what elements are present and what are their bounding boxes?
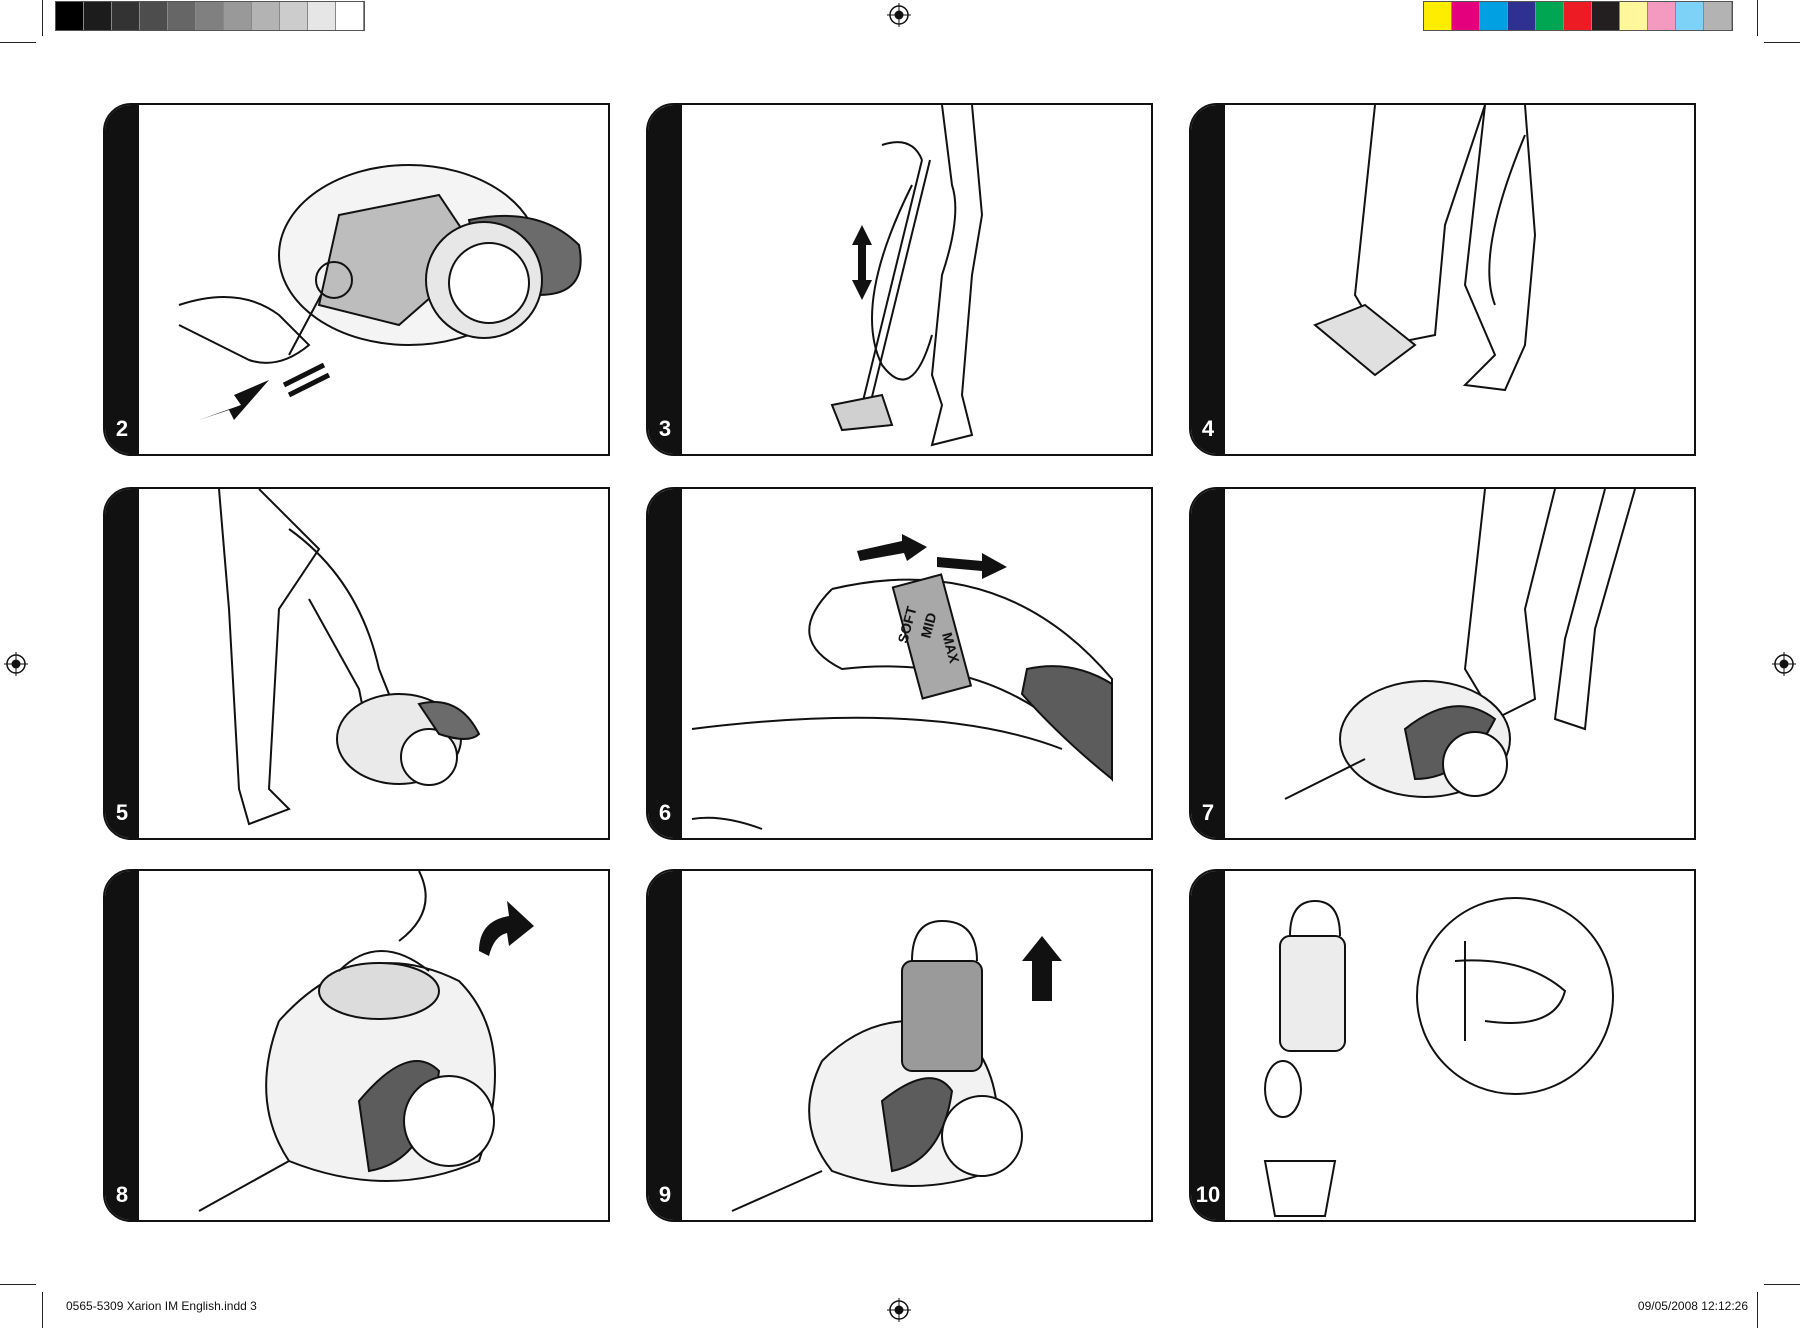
panel-number-tab (648, 105, 682, 454)
empty-container-icon (1263, 897, 1614, 1217)
process-color-bar (1423, 1, 1733, 31)
step-panel-9: 9 (646, 869, 1153, 1222)
step-panel-10: 10 (1189, 869, 1696, 1222)
grayscale-color-bar (55, 1, 365, 31)
color-swatch (280, 2, 308, 30)
color-swatch (336, 2, 364, 30)
step-panel-7: 7 (1189, 487, 1696, 840)
remove-container-icon (731, 919, 1062, 1212)
registration-mark-icon (887, 1298, 911, 1322)
lift-lid-icon (198, 871, 534, 1212)
step-number: 10 (1195, 1182, 1221, 1207)
color-swatch (168, 2, 196, 30)
color-swatch (224, 2, 252, 30)
panel-number-tab (648, 489, 682, 838)
panel-number-tab (648, 871, 682, 1220)
panel-number-tab (105, 105, 139, 454)
step-number: 5 (115, 800, 129, 825)
color-swatch (1676, 2, 1704, 30)
step-panel-4: 4 (1189, 103, 1696, 456)
color-swatch (1648, 2, 1676, 30)
color-swatch (84, 2, 112, 30)
color-swatch (1536, 2, 1564, 30)
color-swatch (1592, 2, 1620, 30)
step-number: 8 (115, 1182, 129, 1207)
panel-number-tab (1191, 105, 1225, 454)
registration-mark-icon (1772, 652, 1796, 676)
color-swatch (140, 2, 168, 30)
floor-nozzle-pedal-icon (1313, 105, 1537, 392)
suction-mid-label: MID (917, 611, 939, 640)
step-number: 6 (658, 800, 672, 825)
step-number: 4 (1201, 416, 1215, 441)
crop-mark (42, 0, 43, 36)
step-panel-2: 2 (103, 103, 610, 456)
step-panel-3: 3 (646, 103, 1153, 456)
color-swatch (56, 2, 84, 30)
panel-number-tab (1191, 871, 1225, 1220)
color-swatch (1564, 2, 1592, 30)
registration-mark-icon (887, 3, 911, 27)
crop-mark (0, 1284, 36, 1285)
step-number: 2 (115, 416, 129, 441)
suction-max-label: MAX (939, 631, 963, 666)
step-number: 7 (1201, 800, 1215, 825)
footer-file-info: 0565-5309 Xarion IM English.indd 3 (66, 1299, 257, 1313)
color-swatch (112, 2, 140, 30)
crop-mark (1764, 42, 1800, 43)
color-swatch (1704, 2, 1732, 30)
vacuum-cord-pull-icon (178, 164, 582, 420)
color-swatch (196, 2, 224, 30)
color-swatch (1424, 2, 1452, 30)
color-swatch (308, 2, 336, 30)
crop-mark (1757, 1292, 1758, 1328)
crop-mark (0, 42, 36, 43)
color-swatch (1508, 2, 1536, 30)
panel-number-tab (105, 489, 139, 838)
power-button-foot-icon (218, 489, 481, 826)
step-number: 3 (658, 416, 672, 441)
crop-mark (42, 1292, 43, 1328)
panel-number-tab (105, 871, 139, 1220)
color-swatch (1452, 2, 1480, 30)
step-panel-5: 5 (103, 487, 610, 840)
color-swatch (1480, 2, 1508, 30)
color-swatch (1620, 2, 1648, 30)
suction-slider-icon: SOFT MID MAX (691, 534, 1113, 830)
telescopic-tube-adjust-icon (830, 105, 984, 447)
step-panel-6: 6 SOFT MID MAX (646, 487, 1153, 840)
crop-mark (1757, 0, 1758, 36)
color-swatch (252, 2, 280, 30)
footer-timestamp: 09/05/2008 12:12:26 (1637, 1299, 1748, 1313)
step-panel-8: 8 (103, 869, 610, 1222)
step-number: 9 (658, 1182, 672, 1207)
registration-mark-icon (4, 652, 28, 676)
cord-rewind-foot-icon (1284, 489, 1636, 800)
panel-number-tab (1191, 489, 1225, 838)
crop-mark (1764, 1284, 1800, 1285)
